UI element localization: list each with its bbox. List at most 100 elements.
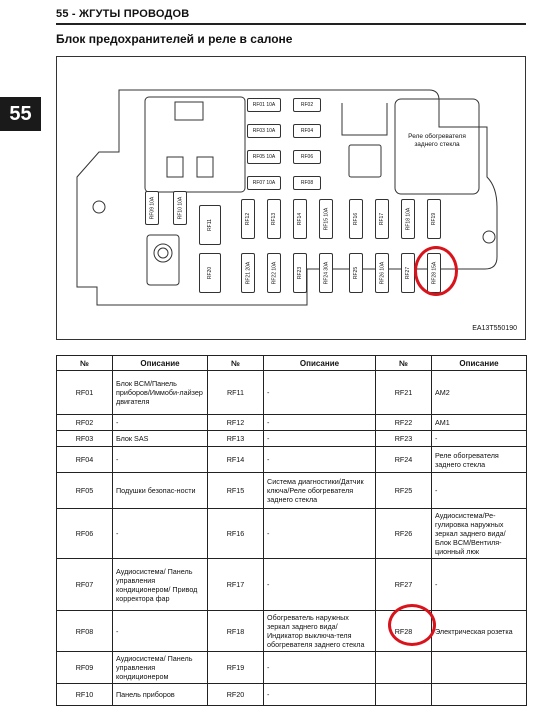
fuse-number-cell: RF11 (207, 370, 264, 415)
col-header: № (56, 355, 113, 371)
fuse-label: RF21 20A (245, 261, 252, 285)
fuse-slot: RF19 (427, 199, 441, 239)
fuse-slot: RF26 10A (375, 253, 389, 293)
fuse-slot: RF09 10A (145, 191, 159, 225)
fuse-box-outline (76, 89, 498, 306)
fuse-slot: RF18 10A (401, 199, 415, 239)
description-cell: AM1 (431, 414, 527, 431)
fuse-number-cell: RF22 (375, 414, 432, 431)
fuse-label: RF09 10A (149, 196, 156, 220)
description-cell: Реле обогревателя заднего стекла (431, 446, 527, 473)
page-subtitle: Блок предохранителей и реле в салоне (56, 32, 293, 46)
fuse-label: RF28 15A (431, 261, 438, 285)
description-cell: Система диагностики/Датчик ключа/Реле об… (263, 472, 376, 509)
description-cell: - (431, 558, 527, 611)
fuse-number-cell (375, 683, 432, 706)
description-cell: Подушки безопас-ности (112, 472, 208, 509)
fuse-number-cell: RF05 (56, 472, 113, 509)
fuse-number-cell: RF19 (207, 651, 264, 684)
fuse-label: RF11 (206, 219, 213, 231)
fuse-slot: RF06 (293, 150, 321, 164)
col-header: Описание (431, 355, 527, 371)
fuse-number-cell: RF16 (207, 508, 264, 559)
fuse-number-cell: RF12 (207, 414, 264, 431)
fuse-number-cell: RF15 (207, 472, 264, 509)
fuse-number-cell: RF13 (207, 430, 264, 447)
fuse-slot: RF13 (267, 199, 281, 239)
fuse-slot: RF05 10A (247, 150, 281, 164)
fuse-label: RF24 30A (323, 261, 330, 285)
fuse-label: RF02 (300, 102, 314, 108)
fuse-number-cell: RF04 (56, 446, 113, 473)
fuse-label: RF16 (353, 212, 360, 226)
fuse-label: RF13 (271, 212, 278, 226)
description-cell: Обогреватель наружных зеркал заднего вид… (263, 610, 376, 652)
fuse-number-cell: RF25 (375, 472, 432, 509)
fuse-slot: RF20 (199, 253, 221, 293)
fuse-slot: RF12 (241, 199, 255, 239)
fuse-number-cell: RF07 (56, 558, 113, 611)
fuse-number-cell: RF02 (56, 414, 113, 431)
description-cell: - (263, 370, 376, 415)
fuse-number-cell: RF10 (56, 683, 113, 706)
fuse-label: RF19 (431, 212, 438, 226)
fuse-number-cell: RF23 (375, 430, 432, 447)
description-cell: - (263, 414, 376, 431)
image-code: EA13T550190 (472, 325, 517, 332)
description-cell: AM2 (431, 370, 527, 415)
fuse-slot: RF23 (293, 253, 307, 293)
fuse-slot: RF25 (349, 253, 363, 293)
description-cell: Аудиосистема/ Панель управления кондицио… (112, 651, 208, 684)
fuse-number-cell: RF14 (207, 446, 264, 473)
fuse-slot: RF04 (293, 124, 321, 138)
fuse-slot: RF17 (375, 199, 389, 239)
fuse-label: RF12 (245, 212, 252, 226)
fuse-number-cell: RF17 (207, 558, 264, 611)
fuse-label: RF07 10A (252, 180, 276, 186)
fuse-slot: RF22 10A (267, 253, 281, 293)
description-cell: - (112, 414, 208, 431)
section-tab: 55 (0, 97, 41, 131)
fuse-slot: RF02 (293, 98, 321, 112)
fuse-number-cell: RF26 (375, 508, 432, 559)
fuse-slot: RF08 (293, 176, 321, 190)
fuse-slot: RF27 (401, 253, 415, 293)
fuse-label: RF14 (297, 212, 304, 226)
fuse-number-cell: RF09 (56, 651, 113, 684)
fuse-number-cell: RF24 (375, 446, 432, 473)
fuse-label: RF01 10A (252, 102, 276, 108)
description-cell: Блок BCM/Панель приборов/Иммоби-лайзер д… (112, 370, 208, 415)
fuse-number-cell: RF08 (56, 610, 113, 652)
col-header: Описание (263, 355, 376, 371)
fuse-number-cell: RF20 (207, 683, 264, 706)
fuse-box-diagram: Реле обогревателя заднего стекла RF01 10… (56, 56, 526, 340)
fuse-label: RF08 (300, 180, 314, 186)
fuse-number-cell: RF21 (375, 370, 432, 415)
description-cell: - (112, 508, 208, 559)
fuse-slot: RF01 10A (247, 98, 281, 112)
fuse-slot: RF24 30A (319, 253, 333, 293)
fuse-label: RF10 10A (177, 196, 184, 220)
description-cell: Блок SAS (112, 430, 208, 447)
description-cell: - (263, 430, 376, 447)
fuse-slot: RF03 10A (247, 124, 281, 138)
fuse-number-cell: RF28 (375, 610, 432, 652)
fuse-number-cell: RF27 (375, 558, 432, 611)
section-header: 55 - ЖГУТЫ ПРОВОДОВ (56, 8, 190, 20)
description-cell: - (263, 446, 376, 473)
relay-label: Реле обогревателя заднего стекла (408, 133, 466, 149)
fuse-label: RF20 (206, 266, 213, 280)
fuse-label: RF17 (379, 212, 386, 226)
fuse-label: RF03 10A (252, 128, 276, 134)
header-divider (56, 23, 526, 25)
fuse-number-cell (375, 651, 432, 684)
description-cell: - (112, 446, 208, 473)
col-header: № (207, 355, 264, 371)
col-header: № (375, 355, 432, 371)
